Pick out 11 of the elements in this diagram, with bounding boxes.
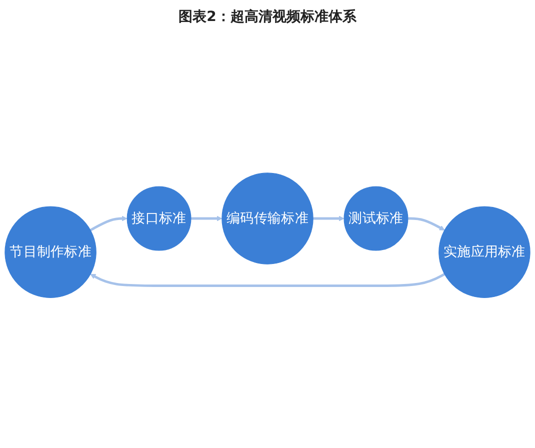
node-circle: 实施应用标准 [438,206,530,298]
arrow [313,215,344,221]
arrow [90,272,446,287]
node-circle: 节目制作标准 [4,206,96,298]
node-circle: 编码传输标准 [222,172,314,264]
arrow [90,215,128,231]
node-circle: 测试标准 [344,186,408,250]
arrow [190,215,222,221]
chart-title: 图表2：超高清视频标准体系 [178,8,358,26]
node-circle: 接口标准 [126,186,192,250]
arrow [408,216,445,230]
